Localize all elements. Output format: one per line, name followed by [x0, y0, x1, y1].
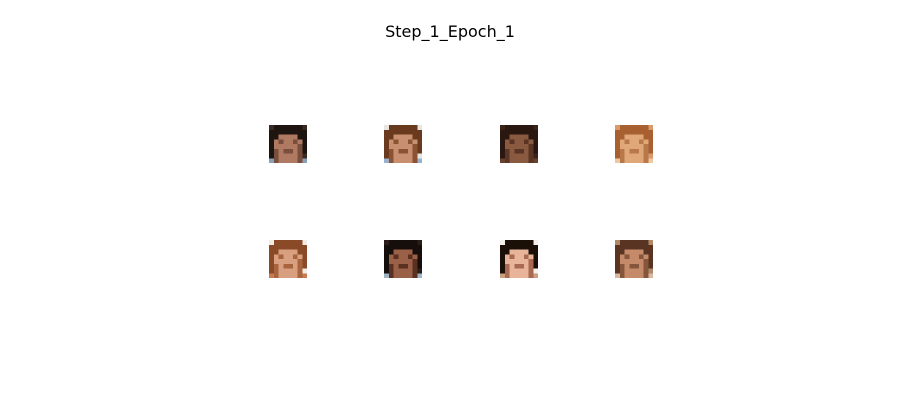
face-thumbnail: [500, 125, 538, 163]
face-thumbnail: [500, 240, 538, 278]
sample-image-6: [384, 240, 422, 278]
face-thumbnail: [269, 240, 307, 278]
sample-image-1: [269, 125, 307, 163]
face-thumbnail: [615, 125, 653, 163]
sample-image-5: [269, 240, 307, 278]
face-thumbnail: [384, 240, 422, 278]
sample-image-2: [384, 125, 422, 163]
sample-image-7: [500, 240, 538, 278]
figure-title: Step_1_Epoch_1: [385, 22, 515, 41]
face-thumbnail: [615, 240, 653, 278]
sample-image-3: [500, 125, 538, 163]
face-thumbnail: [269, 125, 307, 163]
sample-image-4: [615, 125, 653, 163]
sample-image-8: [615, 240, 653, 278]
face-thumbnail: [384, 125, 422, 163]
